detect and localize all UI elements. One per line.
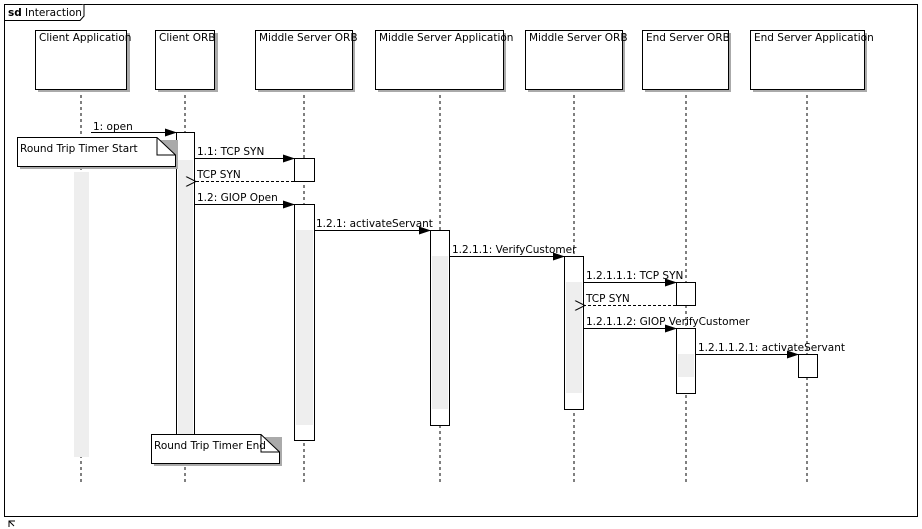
lifeline-end-server-orb[interactable]: End Server ORB <box>642 30 732 486</box>
activation-shading <box>296 230 313 425</box>
note-timer-end[interactable]: Round Trip Timer End <box>151 434 283 467</box>
interaction-frame: sd Interaction <box>4 4 918 517</box>
lifeline-label: Middle Server ORB <box>529 32 628 44</box>
activation-bar[interactable] <box>676 282 696 306</box>
return-tcp-syn[interactable]: TCP SYN <box>196 169 294 182</box>
message-end-activate-servant[interactable]: 1.2.1.1.2.1: activateServant <box>696 342 845 359</box>
activation-shading <box>566 282 582 393</box>
activation-shading <box>178 160 193 438</box>
message-label: 1.1: TCP SYN <box>197 146 264 158</box>
message-label: TCP SYN <box>585 293 630 305</box>
message-giop-verify-customer[interactable]: 1.2.1.1.2: GIOP VerifyCustomer <box>584 316 750 333</box>
lifeline-label: Client Application <box>39 32 131 44</box>
lifeline-label: End Server Application <box>754 32 874 44</box>
message-giop-open[interactable]: 1.2: GIOP Open <box>195 192 295 209</box>
message-label: 1.2.1.1: VerifyCustomer <box>452 244 577 256</box>
lifeline-middle-server-application[interactable]: Middle Server Application <box>375 30 514 486</box>
message-label: 1.2.1: activateServant <box>316 218 433 230</box>
activation-bar[interactable] <box>798 354 818 378</box>
message-label: 1.2.1.1.2: GIOP VerifyCustomer <box>586 316 750 328</box>
lifeline-middle-server-orb-2[interactable]: Middle Server ORB <box>525 30 628 486</box>
activation-bar[interactable] <box>294 158 315 182</box>
message-label: 1.2: GIOP Open <box>197 192 278 204</box>
lifeline-end-server-application[interactable]: End Server Application <box>750 30 874 486</box>
message-label: 1.2.1.1.1: TCP SYN <box>586 270 683 282</box>
message-tcp-syn[interactable]: 1.1: TCP SYN <box>195 146 295 163</box>
note-text: Round Trip Timer End <box>154 440 266 452</box>
lifeline-label: Client ORB <box>159 32 216 44</box>
lifeline-label: Middle Server Application <box>379 32 513 44</box>
note-text: Round Trip Timer Start <box>20 143 138 155</box>
activation-shading <box>678 354 694 377</box>
message-label: TCP SYN <box>196 169 241 181</box>
lifeline-client-application[interactable]: Client Application <box>35 30 132 486</box>
message-verify-customer[interactable]: 1.2.1.1: VerifyCustomer <box>450 244 577 261</box>
activation-shading <box>432 256 448 409</box>
message-end-tcp-syn[interactable]: 1.2.1.1.1: TCP SYN <box>584 270 683 287</box>
message-label: 1: open <box>93 121 133 133</box>
message-activate-servant[interactable]: 1.2.1: activateServant <box>315 218 433 235</box>
resize-corner-icon[interactable] <box>8 520 15 527</box>
lifeline-client-orb[interactable]: Client ORB <box>155 30 219 486</box>
message-open[interactable]: 1: open <box>91 121 177 137</box>
return-end-tcp-syn[interactable]: TCP SYN <box>585 293 676 306</box>
message-label: 1.2.1.1.2.1: activateServant <box>698 342 845 354</box>
note-timer-start[interactable]: Round Trip Timer Start <box>17 137 179 170</box>
frame-title: Interaction <box>25 7 82 19</box>
lifeline-label: Middle Server ORB <box>259 32 358 44</box>
frame-keyword: sd <box>8 7 22 19</box>
lifeline-label: End Server ORB <box>646 32 730 44</box>
